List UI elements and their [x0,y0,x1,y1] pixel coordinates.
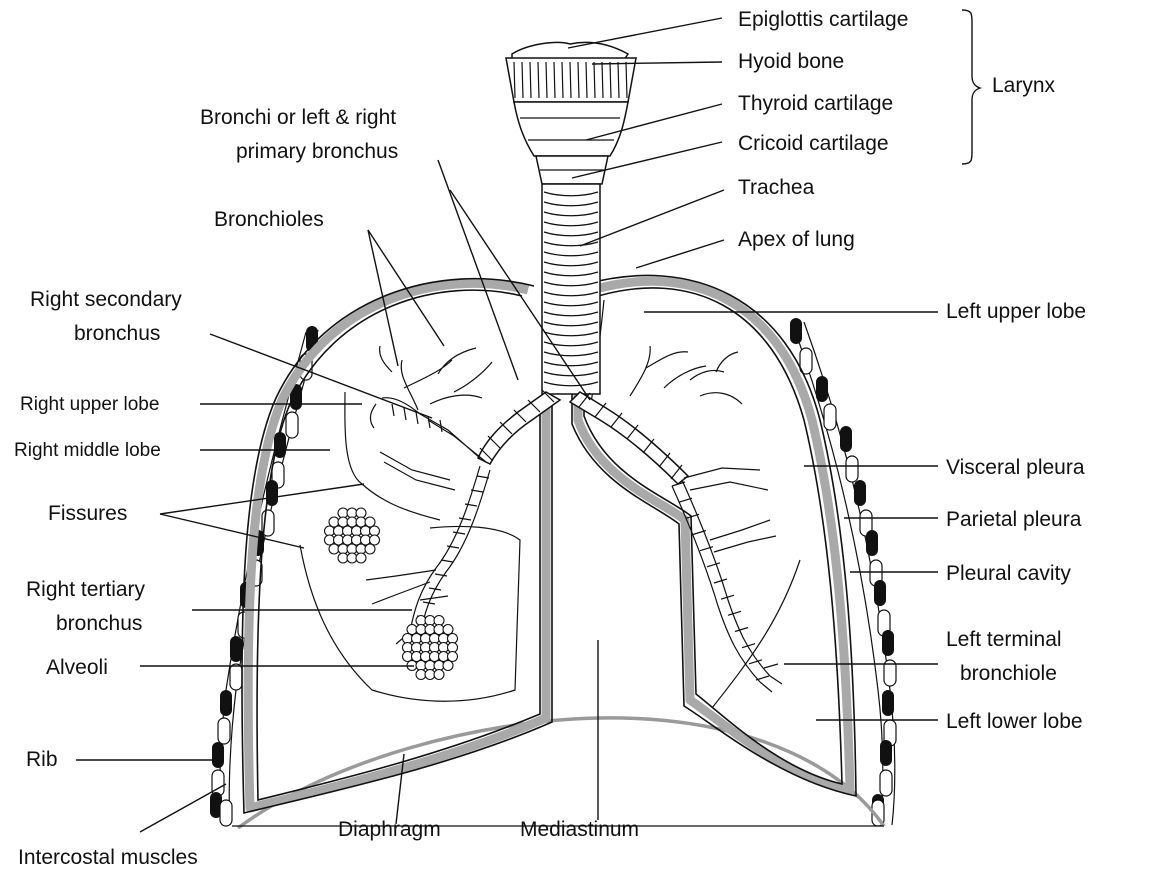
rib-bone [230,636,242,662]
label-parietal-pleura: Parietal pleura [946,508,1082,531]
label-right-tertiary-line1: Right tertiary [26,578,146,601]
label-bronchioles: Bronchioles [214,208,324,231]
rib-bone [882,630,894,656]
label-alveoli: Alveoli [46,656,108,679]
label-larynx: Larynx [992,74,1056,97]
alveolus [370,535,380,545]
bronchus-ring [435,574,447,576]
intercostal-muscle [220,800,232,826]
rib-bone [220,690,232,716]
bronchus-ring [441,560,453,562]
intercostal-muscle [824,404,836,430]
bronchus-ring [453,532,465,534]
bronchus-ring [679,498,692,502]
rib-bone [790,318,802,344]
alveoli-cluster-lower [403,616,458,680]
label-bronchi-line2: primary bronchus [236,140,398,163]
rib-bone [874,580,886,606]
label-epiglottis-cartilage: Epiglottis cartilage [738,8,908,31]
label-bronchi-line1: Bronchi or left & right [200,106,396,129]
alveolus [448,652,458,662]
label-trachea: Trachea [738,176,815,199]
label-intercostal-muscles: Intercostal muscles [18,846,198,869]
right-bronchioles [370,346,492,428]
alveolus [434,670,444,680]
rib-bone [880,740,892,766]
alveolus [365,517,375,527]
alveolus [365,544,375,554]
bronchus-ring [749,660,762,664]
label-thyroid-cartilage: Thyroid cartilage [738,92,893,115]
rib-bone [866,530,878,556]
left-bronchial-tree [630,346,782,692]
bronchus-ring [404,408,406,420]
bronchus-ring [735,628,748,632]
rib-bone [212,742,224,768]
larynx-bracket [962,10,980,164]
bronchus-ring [756,676,769,680]
bronchus-ring [392,404,394,416]
trachea [542,184,600,394]
rib-bone [840,426,852,452]
bronchus-ring [728,611,741,615]
label-left-upper-lobe: Left upper lobe [946,300,1086,323]
label-right-secondary-line2: bronchus [74,322,160,345]
bronchus-ring [477,476,489,478]
label-rib: Rib [26,748,58,771]
left-bronchioles [630,346,742,404]
right-bronchial-tree [366,346,492,644]
alveoli-cluster-upper [325,508,380,563]
label-mediastinum: Mediastinum [520,818,639,841]
intercostal-muscle [230,664,242,690]
bronchus-ring [707,563,720,567]
right-secondary-bronchus [420,414,486,462]
bronchus-ring [465,504,477,506]
rib-bone [816,376,828,402]
diaphragm [238,718,884,828]
label-right-upper-lobe: Right upper lobe [20,394,159,415]
label-hyoid-bone: Hyoid bone [738,50,844,73]
bronchus-ring [416,412,418,424]
rib-bone [882,690,894,716]
intercostal-muscle [286,412,298,438]
label-pleural-cavity: Pleural cavity [946,562,1071,585]
alveolus [443,625,453,635]
right-horizontal-fissure [362,484,440,520]
bronchus-ring [686,514,699,518]
alveolus [443,661,453,671]
intercostal-muscle [212,770,224,796]
bronchus-ring [714,579,727,583]
label-left-terminal-line2: bronchiole [960,662,1057,685]
intercostal-muscle [846,456,858,482]
intercostal-muscle [880,770,892,796]
label-right-middle-lobe: Right middle lobe [14,440,161,461]
left-oblique-fissure [712,560,800,708]
label-right-tertiary-line2: bronchus [56,612,142,635]
label-apex-of-lung: Apex of lung [738,228,855,251]
intercostal-muscle [218,718,230,744]
label-left-terminal-line1: Left terminal [946,628,1062,651]
alveolus [356,553,366,563]
thyroid-cartilage [514,102,628,156]
label-cricoid-cartilage: Cricoid cartilage [738,132,889,155]
label-right-secondary-line1: Right secondary [30,288,182,311]
label-visceral-pleura: Visceral pleura [946,456,1085,479]
bronchus-ring [459,518,471,520]
label-left-lower-lobe: Left lower lobe [946,710,1083,733]
label-fissures: Fissures [48,502,127,525]
rib-cage-right-side [210,326,318,826]
label-diaphragm: Diaphragm [338,818,441,841]
rib-bone [854,480,866,506]
